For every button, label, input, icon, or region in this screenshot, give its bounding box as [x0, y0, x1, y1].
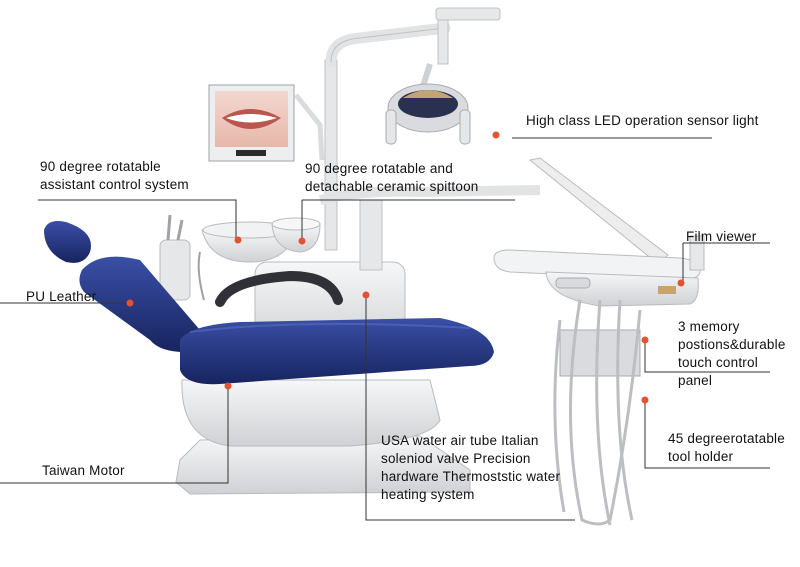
monitor [208, 84, 325, 162]
label-memory-line-4: panel [678, 373, 713, 388]
marker-dot-tool-holder [641, 396, 649, 404]
label-led-light: High class LED operation sensor light [526, 113, 759, 128]
label-usa-water: USA water air tube Italian soleniod valv… [381, 432, 560, 504]
label-tool-holder-line-2: tool holder [668, 449, 734, 464]
label-usa-water-line-2: soleniod valve Precision [381, 451, 531, 466]
label-memory-line-2: postions&durable [678, 337, 786, 352]
label-spittoon: 90 degree rotatable and detachable ceram… [305, 160, 479, 196]
armrest [215, 270, 343, 307]
leader-lines [0, 137, 770, 521]
spittoon-and-assistant [159, 185, 541, 301]
label-taiwan-motor: Taiwan Motor [42, 463, 125, 478]
chair-upholstery [44, 221, 494, 385]
label-spittoon-line-2: detachable ceramic spittoon [305, 179, 479, 194]
marker-dot-usa-water [362, 291, 370, 299]
led-lamp-head [385, 83, 471, 145]
label-tool-holder-line-1: 45 degreerotatable [668, 431, 785, 446]
light-arm [325, 7, 501, 97]
delivery-unit [493, 157, 705, 526]
marker-dot-led [492, 131, 500, 139]
label-assistant-line-1: 90 degree rotatable [40, 159, 161, 174]
marker-dot-memory [641, 336, 649, 344]
marker-dot-spittoon [298, 237, 306, 245]
marker-dot-assistant [234, 236, 242, 244]
marker-dot-pu-leather [126, 299, 134, 307]
label-usa-water-line-4: heating system [381, 487, 475, 502]
marker-dot-film-viewer [677, 279, 685, 287]
label-memory-line-3: touch control [678, 355, 758, 370]
label-pu-leather: PU Leather [26, 289, 97, 304]
label-usa-water-line-1: USA water air tube Italian [381, 433, 539, 448]
label-spittoon-line-1: 90 degree rotatable and [305, 161, 453, 176]
label-assistant: 90 degree rotatable assistant control sy… [40, 158, 189, 194]
chair-base [175, 379, 471, 495]
label-memory-line-1: 3 memory [678, 319, 740, 334]
label-film-viewer: Film viewer [686, 229, 757, 244]
marker-dot-taiwan-motor [224, 382, 232, 390]
label-tool-holder: 45 degreerotatable tool holder [668, 430, 785, 466]
label-usa-water-line-3: hardware Thermoststic water [381, 469, 561, 484]
label-assistant-line-2: assistant control system [40, 177, 189, 192]
marker-dots [126, 131, 685, 404]
label-memory-panel: 3 memory postions&durable touch control … [678, 318, 786, 390]
